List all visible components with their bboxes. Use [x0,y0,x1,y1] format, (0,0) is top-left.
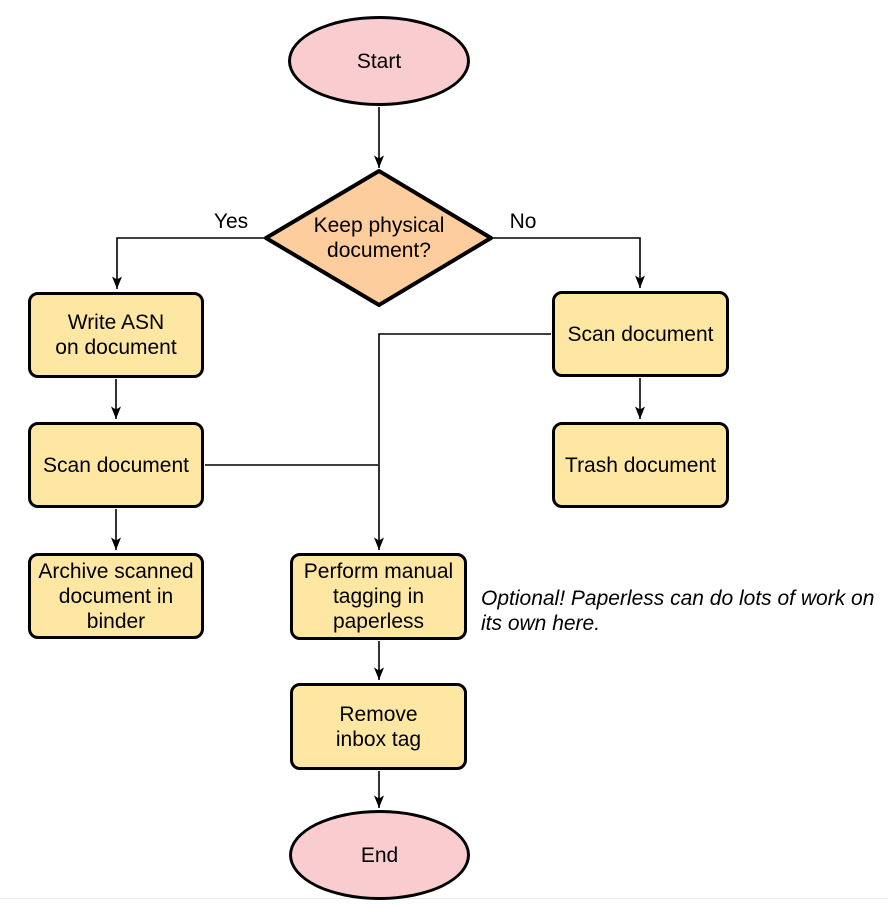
node-start: Start [288,16,470,106]
node-archive-document: Archive scanned document in binder [28,553,204,639]
node-scan-document-right-label: Scan document [567,322,714,346]
node-archive-document-label: Archive scanned document in binder [38,559,194,633]
node-scan-document-right: Scan document [552,291,729,377]
node-scan-document-left-label: Scan document [43,453,189,477]
node-perform-tagging-label: Perform manual tagging in paperless [303,560,454,633]
node-end-label: End [360,843,399,867]
optional-note: Optional! Paperless can do lots of work … [481,587,875,635]
edge-decision-no-to-scan-right [491,237,645,288]
page-bottom-border [0,898,888,899]
node-perform-tagging: Perform manual tagging in paperless [290,553,467,640]
node-trash-document: Trash document [552,422,729,508]
node-write-asn: Write ASN on document [28,292,204,378]
node-trash-document-label: Trash document [565,453,716,477]
node-remove-inbox-tag: Remove inbox tag [290,683,467,770]
node-end: End [289,810,470,900]
node-scan-document-left: Scan document [28,422,204,508]
node-decision: Keep physical document? [269,176,489,300]
node-write-asn-label: Write ASN on document [55,311,177,359]
edge-label-yes: Yes [196,209,266,234]
node-remove-inbox-tag-label: Remove inbox tag [335,702,422,751]
edge-scan-right-to-perform [374,333,551,550]
node-start-label: Start [356,49,402,73]
decision-diamond-shape [264,169,493,307]
edge-decision-yes-to-write-asn [112,237,266,289]
node-decision-label: Keep physical document? [313,214,445,262]
edge-label-no: No [488,209,558,234]
